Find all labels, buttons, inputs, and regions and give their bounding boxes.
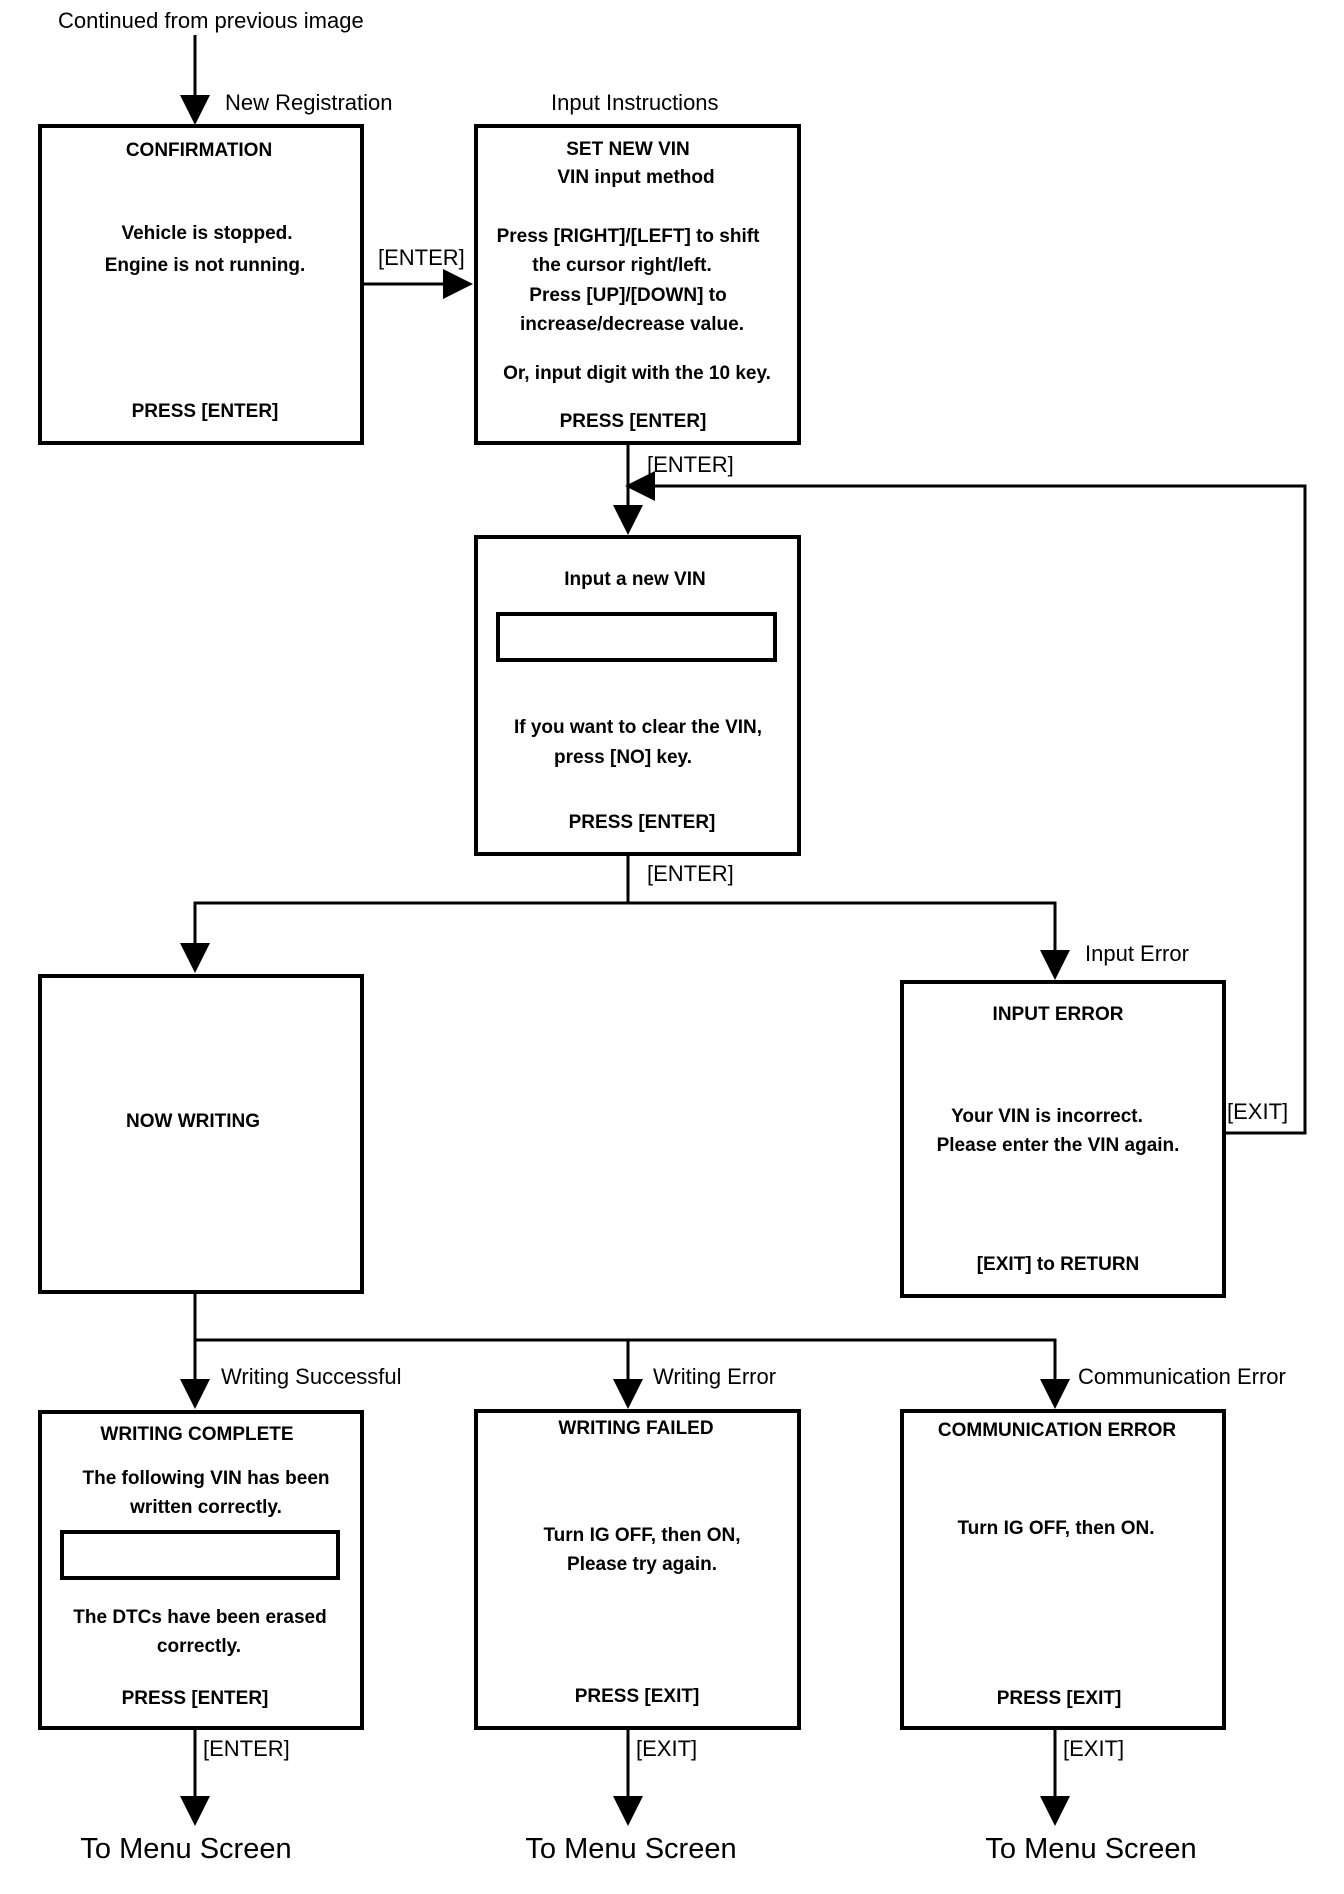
writing-complete-line-3: The DTCs have been erased [73,1607,327,1628]
communication-error-line-1: Turn IG OFF, then ON. [957,1518,1155,1539]
confirmation-title: CONFIRMATION [125,140,273,161]
writing-complete-title: WRITING COMPLETE [100,1424,294,1445]
set-vin-line-4: increase/decrease value. [520,314,744,335]
screen-set-new-vin [474,124,801,445]
label-to-menu-1: To Menu Screen [80,1833,292,1865]
screen-confirmation [38,124,364,445]
communication-error-title: COMMUNICATION ERROR [937,1420,1177,1441]
input-error-footer: [EXIT] to RETURN [976,1254,1140,1275]
label-input-error: Input Error [1085,941,1189,966]
label-communication-error: Communication Error [1078,1364,1286,1389]
line-now-writing-branch [193,1288,1070,1409]
screen-communication-error [900,1409,1226,1730]
continued-note: Continued from previous image [58,8,364,33]
input-error-title: INPUT ERROR [992,1004,1124,1025]
set-vin-line-2: the cursor right/left. [532,255,712,276]
written-vin-field [60,1530,340,1580]
set-vin-subtitle: VIN input method [557,167,715,188]
screen-writing-failed [474,1409,801,1730]
writing-complete-line-4: correctly. [156,1636,242,1657]
input-vin-line-2: press [NO] key. [554,747,692,768]
label-enter-3: [ENTER] [647,861,734,886]
vin-input-field[interactable] [496,612,777,662]
label-input-instructions: Input Instructions [551,90,719,115]
input-vin-line-1: If you want to clear the VIN, [513,717,763,738]
screen-now-writing [38,974,364,1294]
writing-failed-line-2: Please try again. [567,1554,717,1575]
label-to-menu-2: To Menu Screen [525,1833,737,1865]
input-error-line-1: Your VIN is incorrect. [951,1106,1143,1127]
label-exit-return: [EXIT] [1227,1099,1289,1124]
line-input-error-return [625,471,1307,1135]
confirmation-line-1: Vehicle is stopped. [121,223,293,244]
label-new-registration: New Registration [225,90,393,115]
screen-input-error [900,980,1226,1298]
set-vin-line-5: Or, input digit with the 10 key. [503,363,771,384]
set-vin-line-1: Press [RIGHT]/[LEFT] to shift [496,226,760,247]
input-vin-footer: PRESS [ENTER] [568,812,716,833]
writing-failed-footer: PRESS [EXIT] [574,1686,700,1707]
label-to-menu-3: To Menu Screen [985,1833,1197,1865]
writing-complete-line-1: The following VIN has been [82,1468,330,1489]
input-error-line-2: Please enter the VIN again. [936,1135,1180,1156]
label-writing-successful: Writing Successful [221,1364,402,1389]
writing-failed-line-1: Turn IG OFF, then ON, [543,1525,741,1546]
screen-input-new-vin [474,535,801,856]
label-enter-2: [ENTER] [647,452,734,477]
writing-complete-footer: PRESS [ENTER] [121,1688,269,1709]
input-vin-title: Input a new VIN [564,569,706,590]
now-writing-title: NOW WRITING [125,1111,261,1132]
writing-complete-line-2: written correctly. [130,1497,282,1518]
confirmation-footer: PRESS [ENTER] [131,401,279,422]
line-input-vin-branch [180,850,630,973]
line-input-vin-to-error [628,901,1070,980]
set-vin-line-3: Press [UP]/[DOWN] to [529,285,727,306]
writing-failed-title: WRITING FAILED [558,1418,714,1439]
communication-error-footer: PRESS [EXIT] [996,1688,1122,1709]
set-vin-footer: PRESS [ENTER] [559,411,707,432]
set-vin-title: SET NEW VIN [566,139,690,160]
label-exit-1: [EXIT] [636,1736,698,1761]
label-writing-error: Writing Error [653,1364,777,1389]
label-enter-1: [ENTER] [378,245,465,270]
label-enter-4: [ENTER] [203,1736,290,1761]
confirmation-line-2: Engine is not running. [104,255,306,276]
label-exit-2: [EXIT] [1063,1736,1125,1761]
